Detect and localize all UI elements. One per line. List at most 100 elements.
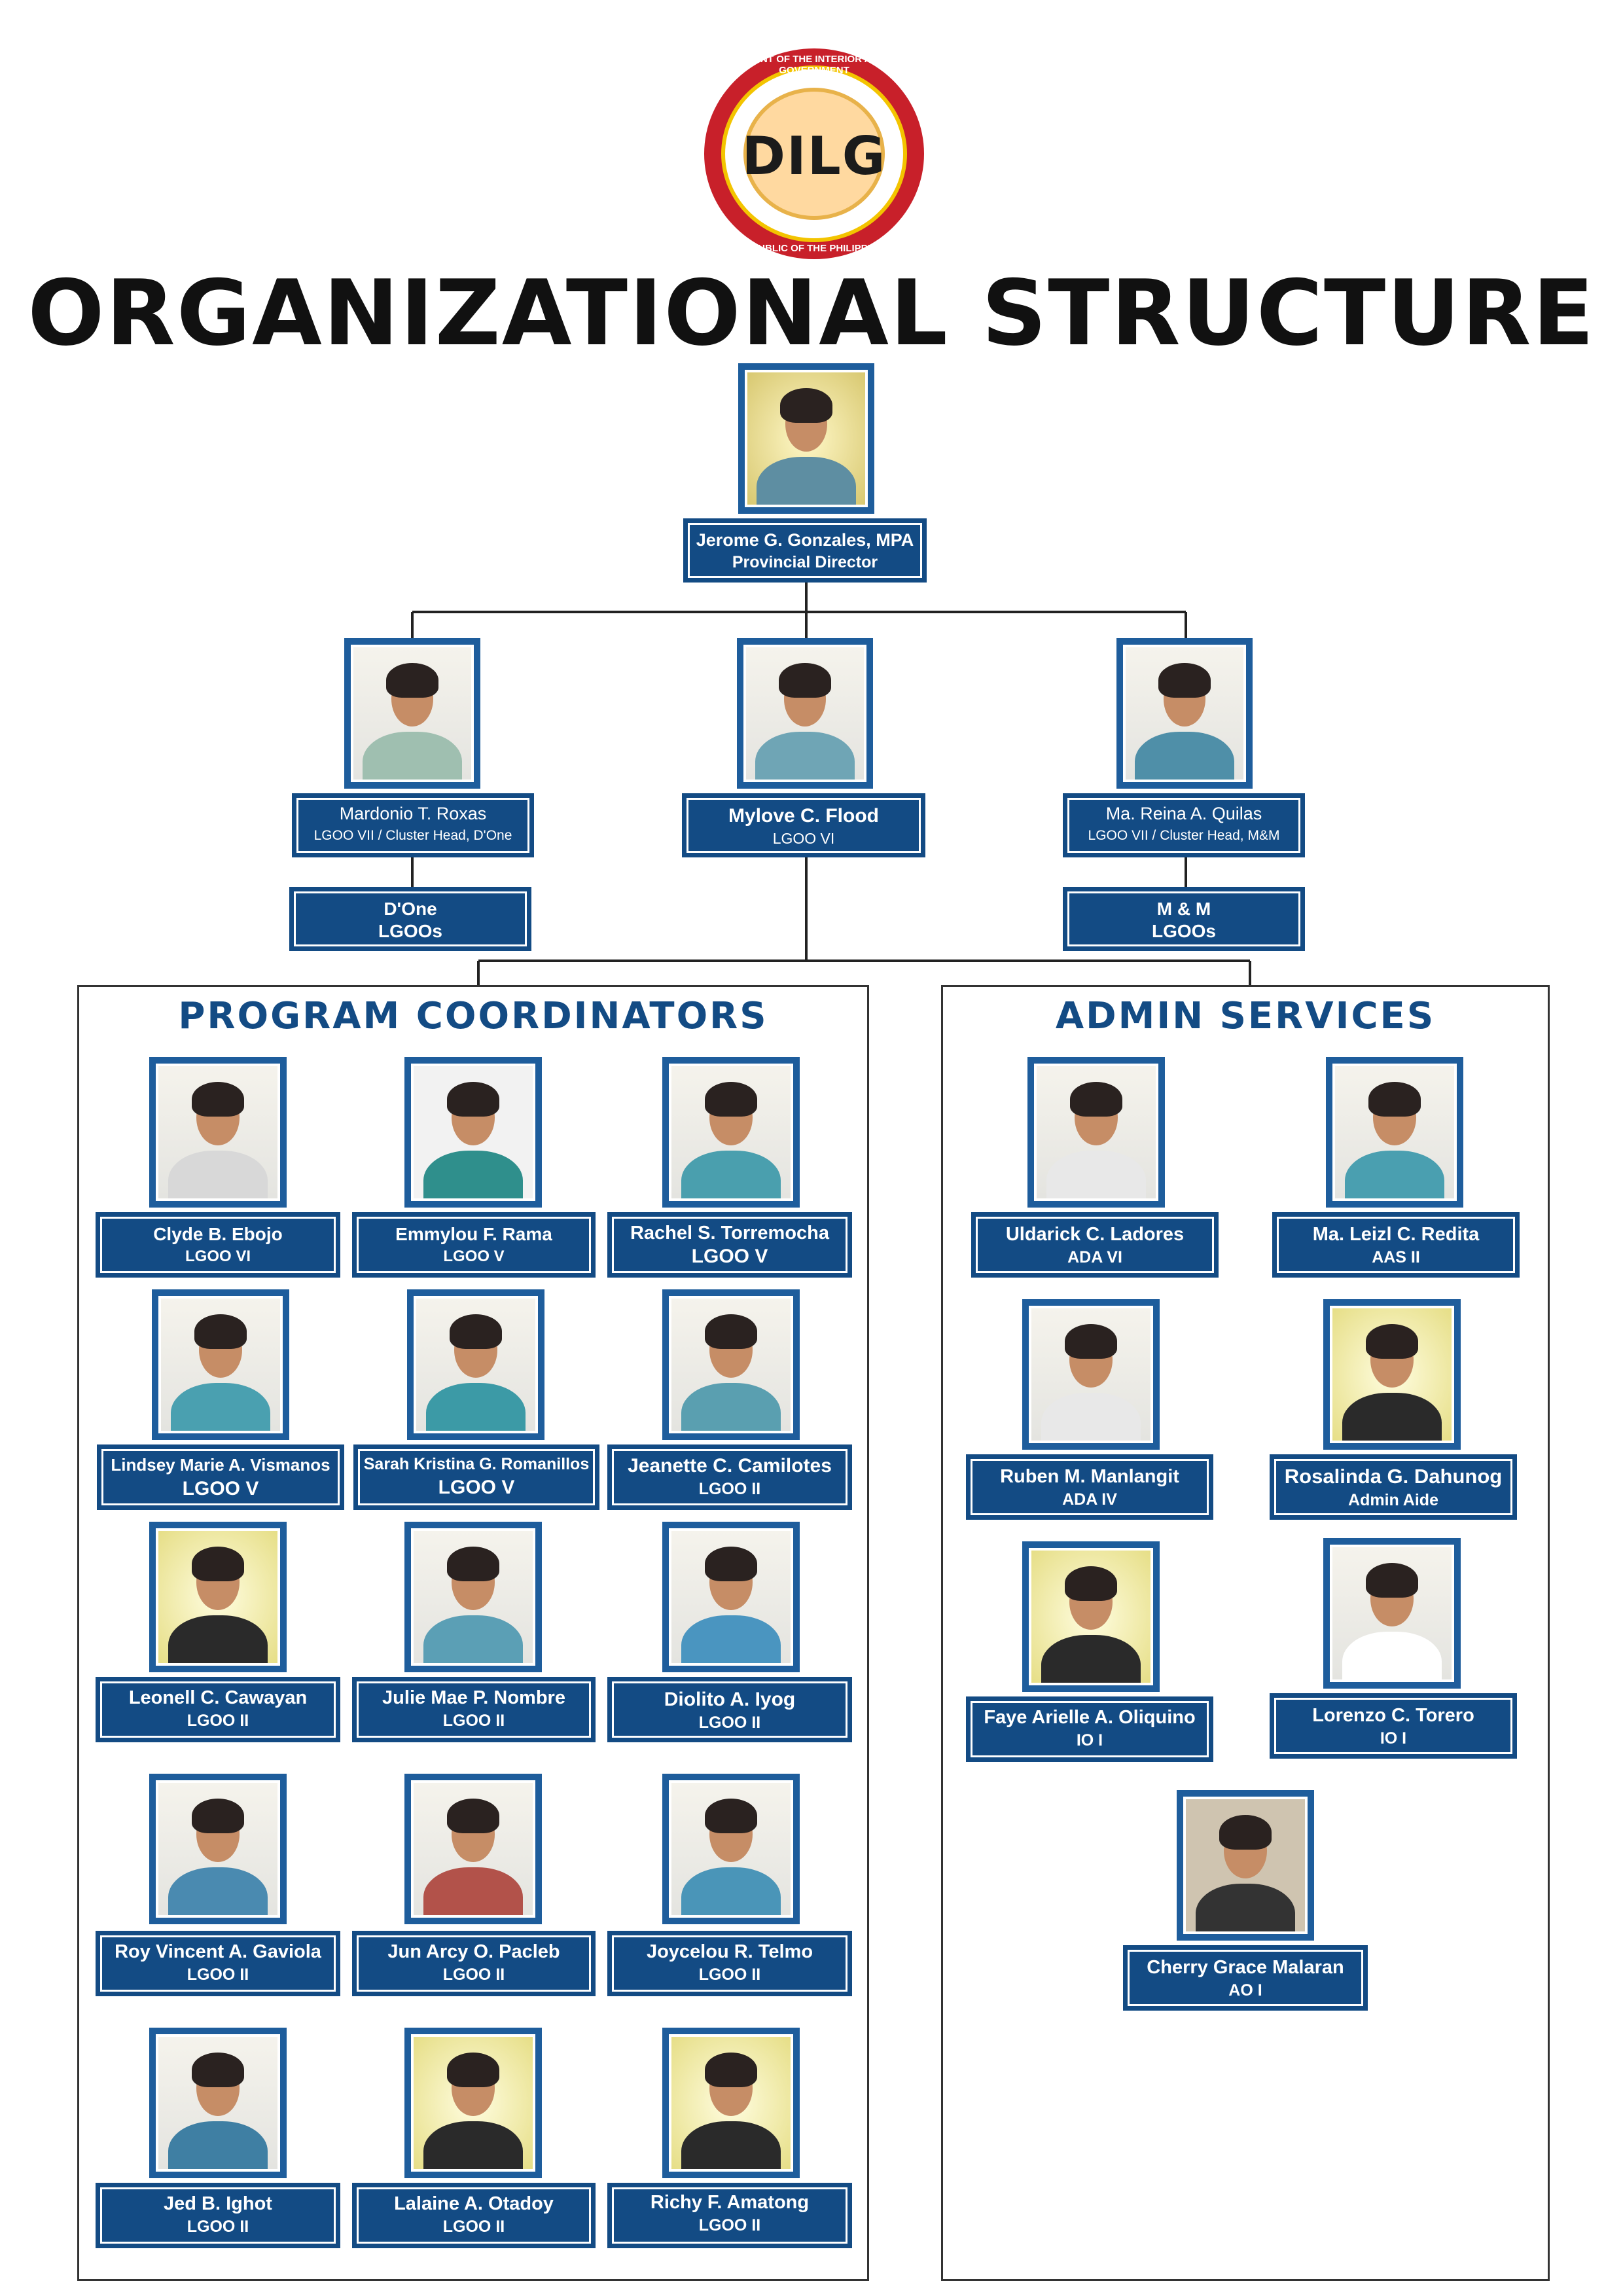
- pc-name: Jun Arcy O. Pacleb: [387, 1941, 560, 1962]
- photo-pc-5: [662, 1289, 800, 1440]
- photo-pc-9: [149, 1774, 287, 1924]
- pc-role: LGOO II: [442, 1712, 505, 1730]
- photo-pc-12: [149, 2028, 287, 2178]
- photo-director: [738, 363, 874, 514]
- card-level2-2: Ma. Reina A. Quilas LGOO VII / Cluster H…: [1063, 793, 1305, 857]
- photo-pc-1: [404, 1057, 542, 1208]
- level2-role-1: LGOO VI: [772, 830, 835, 847]
- card-pc-4: Sarah Kristina G. Romanillos LGOO V: [353, 1444, 599, 1510]
- card-pc-5: Jeanette C. Camilotes LGOO II: [607, 1444, 852, 1510]
- pc-name: Lindsey Marie A. Vismanos: [111, 1455, 330, 1475]
- pc-name: Roy Vincent A. Gaviola: [115, 1941, 321, 1962]
- pc-name: Richy F. Amatong: [650, 2192, 810, 2213]
- pc-name: Sarah Kristina G. Romanillos: [363, 1455, 590, 1473]
- as-name: Rosalinda G. Dahunog: [1284, 1465, 1503, 1488]
- pc-role: LGOO II: [187, 1712, 249, 1730]
- card-level2-1: Mylove C. Flood LGOO VI: [682, 793, 925, 857]
- as-role: IO I: [1380, 1729, 1407, 1748]
- as-name: Ma. Leizl C. Redita: [1312, 1224, 1480, 1245]
- as-name: Uldarick C. Ladores: [1005, 1224, 1185, 1245]
- photo-pc-13: [404, 2028, 542, 2178]
- pc-role: LGOO V: [438, 1477, 515, 1498]
- program-coordinators-title: PROGRAM COORDINATORS: [178, 995, 768, 1037]
- pc-role: LGOO V: [443, 1247, 505, 1265]
- photo-pc-10: [404, 1774, 542, 1924]
- photo-as-5: [1323, 1538, 1461, 1689]
- photo-as-4: [1022, 1541, 1160, 1692]
- director-name: Jerome G. Gonzales, MPA: [696, 530, 914, 550]
- cluster-role-1: LGOOs: [1151, 921, 1216, 941]
- pc-role: LGOO II: [187, 1965, 249, 1984]
- level2-name-0: Mardonio T. Roxas: [339, 804, 487, 823]
- as-role: AAS II: [1372, 1248, 1420, 1266]
- pc-role: LGOO II: [187, 2217, 249, 2236]
- card-pc-13: Lalaine A. Otadoy LGOO II: [352, 2183, 596, 2248]
- as-role: ADA IV: [1062, 1490, 1117, 1509]
- logo-arc-bottom: REPUBLIC OF THE PHILIPPINES: [738, 243, 891, 254]
- as-name: Ruben M. Manlangit: [1000, 1466, 1179, 1487]
- pc-name: Jeanette C. Camilotes: [628, 1455, 832, 1477]
- cluster-role-0: LGOOs: [378, 921, 442, 941]
- director-role: Provincial Director: [732, 553, 878, 571]
- photo-as-0: [1027, 1057, 1165, 1208]
- card-pc-9: Roy Vincent A. Gaviola LGOO II: [96, 1931, 340, 1996]
- card-pc-14: Richy F. Amatong LGOO II: [607, 2183, 852, 2248]
- level2-role-0: LGOO VII / Cluster Head, D'One: [313, 828, 512, 843]
- pc-name: Emmylou F. Rama: [395, 1224, 552, 1244]
- card-pc-12: Jed B. Ighot LGOO II: [96, 2183, 340, 2248]
- card-pc-7: Julie Mae P. Nombre LGOO II: [352, 1677, 596, 1742]
- photo-level2-1: [737, 638, 873, 789]
- photo-pc-11: [662, 1774, 800, 1924]
- pc-name: Jed B. Ighot: [164, 2193, 272, 2214]
- card-pc-3: Lindsey Marie A. Vismanos LGOO V: [97, 1444, 344, 1510]
- pc-name: Rachel S. Torremocha: [630, 1223, 830, 1244]
- as-name: Cherry Grace Malaran: [1147, 1957, 1344, 1978]
- photo-pc-6: [149, 1522, 287, 1672]
- photo-as-6: [1177, 1790, 1314, 1941]
- pc-role: LGOO II: [442, 2217, 505, 2236]
- philippines-map-icon: [743, 88, 885, 220]
- photo-level2-0: [344, 638, 480, 789]
- photo-pc-0: [149, 1057, 287, 1208]
- card-pc-10: Jun Arcy O. Pacleb LGOO II: [352, 1931, 596, 1996]
- photo-pc-8: [662, 1522, 800, 1672]
- card-pc-8: Diolito A. Iyog LGOO II: [607, 1677, 852, 1742]
- pc-role: LGOO V: [182, 1478, 259, 1499]
- page-title: ORGANIZATIONAL STRUCTURE: [27, 260, 1596, 366]
- photo-pc-7: [404, 1522, 542, 1672]
- photo-as-3: [1323, 1299, 1461, 1450]
- pc-name: Julie Mae P. Nombre: [382, 1687, 565, 1708]
- level2-name-2: Ma. Reina A. Quilas: [1105, 804, 1262, 823]
- pc-role: LGOO II: [698, 1713, 761, 1732]
- pc-role: LGOO II: [698, 1480, 761, 1498]
- as-role: Admin Aide: [1348, 1491, 1438, 1509]
- as-role: IO I: [1076, 1731, 1103, 1749]
- photo-pc-14: [662, 2028, 800, 2178]
- pc-role: LGOO II: [442, 1965, 505, 1984]
- card-as-2: Ruben M. Manlangit ADA IV: [966, 1454, 1213, 1520]
- as-role: ADA VI: [1067, 1248, 1122, 1266]
- card-cluster-mm: M & M LGOOs: [1063, 887, 1305, 951]
- photo-level2-2: [1116, 638, 1253, 789]
- card-pc-2: Rachel S. Torremocha LGOO V: [607, 1212, 852, 1278]
- pc-name: Clyde B. Ebojo: [153, 1224, 283, 1244]
- as-name: Lorenzo C. Torero: [1312, 1705, 1474, 1726]
- cluster-name-1: M & M: [1156, 899, 1211, 919]
- card-as-1: Ma. Leizl C. Redita AAS II: [1272, 1212, 1520, 1278]
- logo-arc-top: DEPARTMENT OF THE INTERIOR AND LOCAL GOV…: [706, 54, 922, 76]
- dilg-logo: DEPARTMENT OF THE INTERIOR AND LOCAL GOV…: [704, 48, 924, 259]
- photo-pc-4: [407, 1289, 544, 1440]
- cluster-name-0: D'One: [383, 899, 437, 919]
- card-pc-1: Emmylou F. Rama LGOO V: [352, 1212, 596, 1278]
- photo-as-2: [1022, 1299, 1160, 1450]
- photo-as-1: [1326, 1057, 1463, 1208]
- pc-name: Diolito A. Iyog: [664, 1689, 796, 1710]
- level2-name-1: Mylove C. Flood: [728, 805, 879, 827]
- photo-pc-3: [152, 1289, 289, 1440]
- pc-role: LGOO II: [698, 1965, 761, 1984]
- card-as-5: Lorenzo C. Torero IO I: [1270, 1693, 1517, 1759]
- pc-role: LGOO VI: [185, 1247, 251, 1265]
- pc-role: LGOO V: [691, 1246, 768, 1267]
- pc-name: Leonell C. Cawayan: [128, 1687, 308, 1708]
- card-cluster-done: D'One LGOOs: [289, 887, 531, 951]
